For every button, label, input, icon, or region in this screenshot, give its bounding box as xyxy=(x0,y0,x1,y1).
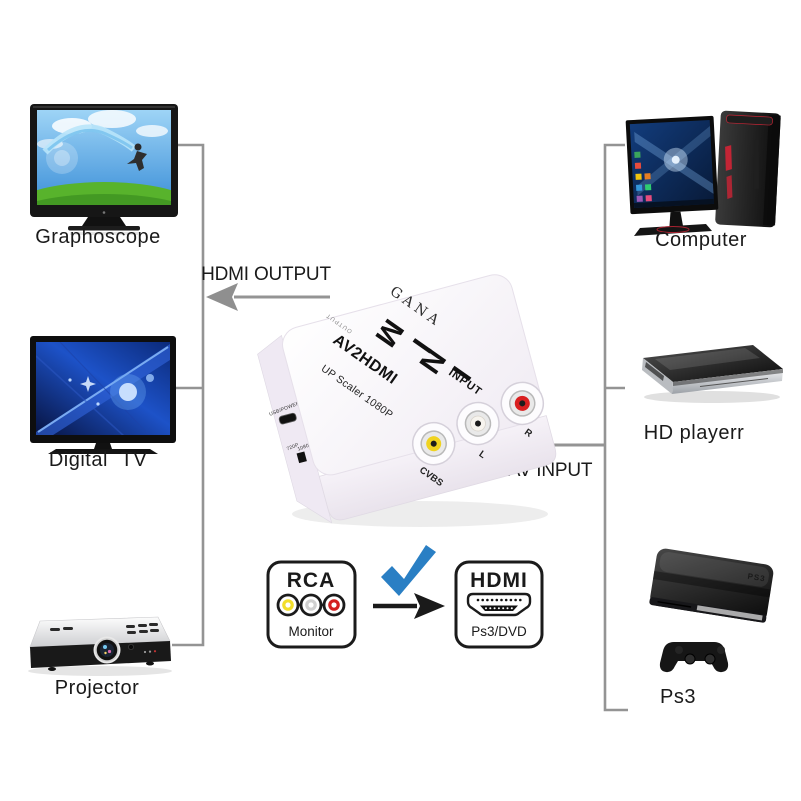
hdmi-card-title: HDMI xyxy=(470,569,528,592)
rca-jack-left: L xyxy=(456,401,500,461)
tv1-stand-base xyxy=(68,226,140,231)
conversion-arrowhead xyxy=(414,593,445,619)
hd-player-top xyxy=(643,345,783,382)
hd-player-left-vent xyxy=(645,362,664,381)
hd-player-top-gloss xyxy=(655,348,760,370)
hdmi-card: HDMI Ps3/DVD xyxy=(454,560,544,649)
converter-1080p-label: 1080P xyxy=(297,441,314,452)
graphoscope-device: Graphoscope xyxy=(30,104,178,248)
hdmi-output-label: HDMI OUTPUT xyxy=(201,264,331,285)
rca-card-title: RCA xyxy=(287,569,336,592)
ps3-controller xyxy=(659,642,729,673)
projector-lens-glint-gold xyxy=(104,651,107,655)
tv1-screen-scene xyxy=(37,110,171,205)
right-bracket-line xyxy=(603,143,628,712)
converter-switch xyxy=(296,451,307,464)
computer-tower xyxy=(715,110,781,228)
tv1-frame-highlight xyxy=(33,106,175,108)
hdmi-card-subtitle: Ps3/DVD xyxy=(471,624,527,639)
tv1-reflection xyxy=(70,232,138,235)
projector-lens-glint-pink xyxy=(107,649,112,654)
hd-player-device: HD playerr xyxy=(642,345,783,444)
blue-checkmark-icon xyxy=(381,545,436,596)
rca-plug-yellow xyxy=(276,593,300,617)
graphoscope-label: Graphoscope xyxy=(35,226,161,248)
jack-left-label: L xyxy=(477,449,488,461)
projector-lens-glint-blue xyxy=(103,645,107,649)
computer-monitor-neck xyxy=(669,211,684,229)
computer-label: Computer xyxy=(655,229,747,251)
rca-card-subtitle: Monitor xyxy=(288,624,334,639)
computer-device: Computer xyxy=(625,110,781,251)
ps3-label: Ps3 xyxy=(660,686,696,708)
projector-ir-sensor xyxy=(127,644,134,651)
computer-base-ring xyxy=(656,226,690,233)
hd-player-disc-slot xyxy=(699,378,769,387)
digital-tv-device: Digital TV xyxy=(30,336,176,471)
computer-screen-scene xyxy=(633,125,715,209)
projector-lens-glass xyxy=(100,643,114,657)
projector-front-buttons xyxy=(143,650,157,654)
digital-tv-label: Digital TV xyxy=(49,449,147,471)
rca-jack-cvbs: CVBS xyxy=(411,421,456,489)
hdmi-output-arrowhead xyxy=(206,283,238,311)
hd-player-shadow xyxy=(644,391,780,403)
tv2-screen-scene xyxy=(36,342,170,435)
converter-box: USB/POWER 720P 1080P GANA OUTPUT MINI AV… xyxy=(257,274,557,524)
projector-top-vents xyxy=(50,623,159,634)
hdmi-connector-icon xyxy=(466,592,532,617)
projector-label: Projector xyxy=(55,677,140,699)
converter-left-face xyxy=(257,334,333,524)
ps3-console: PS3 xyxy=(649,548,774,623)
tv1-logo-dot xyxy=(102,211,106,214)
rca-card: RCA Monitor xyxy=(266,560,357,649)
converter-usb-port xyxy=(278,412,297,425)
converter-720p-label: 720P xyxy=(286,442,300,452)
hdmi-output-arrow: HDMI OUTPUT xyxy=(201,264,332,311)
computer-monitor-base xyxy=(634,224,712,236)
svg-text:PS3: PS3 xyxy=(747,572,766,584)
conversion-arrow xyxy=(373,593,445,619)
left-bracket-line xyxy=(172,143,205,647)
hd-player-label: HD playerr xyxy=(644,422,745,444)
projector-shadow xyxy=(28,666,172,676)
rca-plug-white xyxy=(299,593,323,617)
hd-player-front-band xyxy=(673,369,783,386)
projector-foot-right xyxy=(146,661,154,666)
projector-device: Projector xyxy=(28,616,172,699)
projector-foot-left xyxy=(48,667,56,671)
ps3-device: PS3 Ps3 xyxy=(649,548,774,708)
rca-plug-red xyxy=(322,593,346,617)
tv2-stand-base xyxy=(48,449,158,454)
tv1-stand-neck xyxy=(82,217,126,226)
tv2-stand-neck xyxy=(94,443,112,449)
computer-monitor xyxy=(625,115,719,229)
converter-front-face xyxy=(318,415,557,521)
